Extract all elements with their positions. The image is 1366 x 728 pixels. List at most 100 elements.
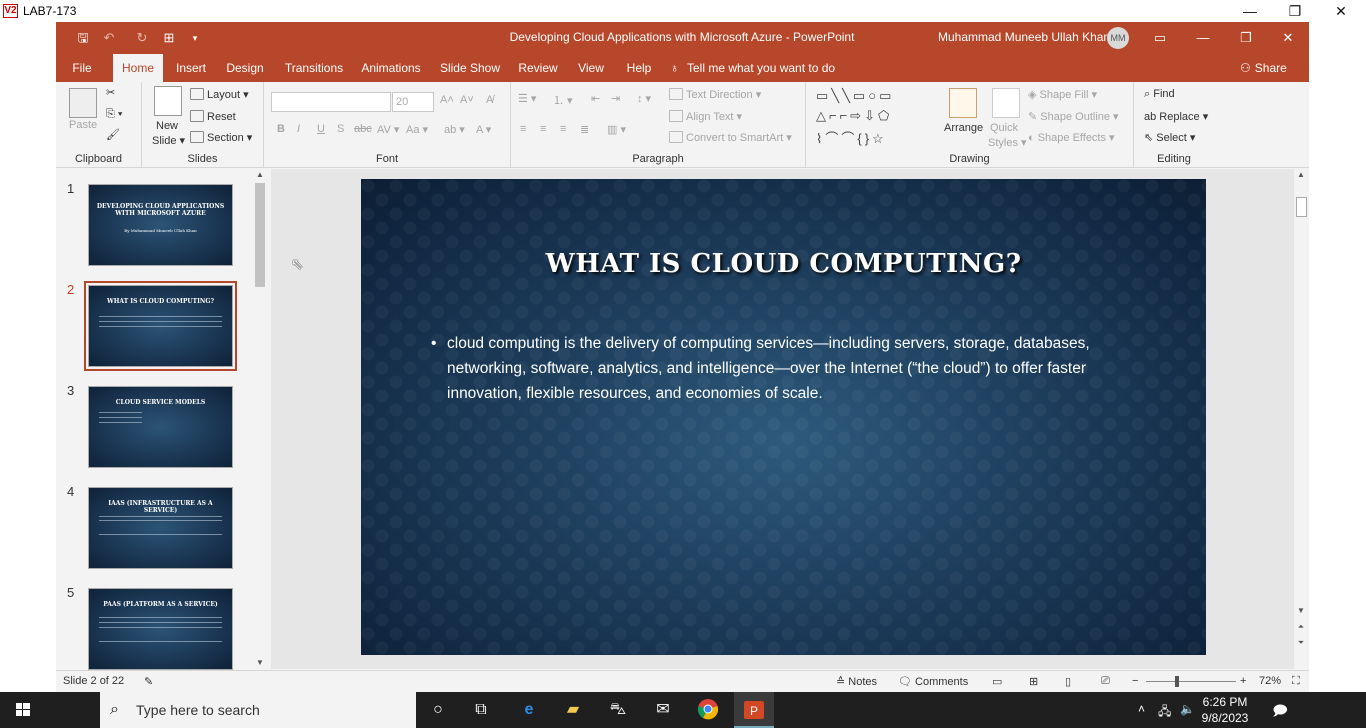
arrange-label[interactable]: Arrange: [944, 122, 984, 134]
new-slide-label[interactable]: New: [156, 120, 179, 132]
ribbon-display-options-icon[interactable]: ▭: [1153, 30, 1167, 45]
increase-font-icon[interactable]: A˄: [440, 94, 454, 106]
tab-view[interactable]: View: [578, 61, 604, 75]
zoom-out-button[interactable]: −: [1132, 675, 1139, 687]
editor-scrollbar[interactable]: ▲ ▼ ⏶ ⏷: [1294, 169, 1309, 669]
quick-styles-label-2[interactable]: Styles ▾: [988, 137, 1027, 149]
clock[interactable]: 6:26 PM 9/8/2023: [1196, 694, 1254, 726]
tab-review[interactable]: Review: [518, 61, 558, 75]
shapes-gallery-row-2[interactable]: △⌐⌐⇨⇩⬠: [816, 108, 893, 123]
slide-show-icon[interactable]: ⎚: [1101, 675, 1110, 687]
tab-animations[interactable]: Animations: [361, 61, 421, 75]
app-minimize-button[interactable]: —: [1196, 30, 1210, 45]
customize-toolbar-icon[interactable]: ▾: [192, 33, 198, 43]
zoom-slider-thumb[interactable]: [1175, 676, 1179, 687]
scroll-up-icon[interactable]: ▲: [1297, 170, 1305, 179]
bullets-icon[interactable]: ☰ ▾: [518, 93, 537, 105]
reading-view-icon[interactable]: ▯: [1065, 676, 1072, 688]
scroll-down-icon[interactable]: ▼: [1297, 606, 1305, 615]
thumbnail-scrollbar[interactable]: ▲ ▼: [253, 169, 267, 669]
find-button[interactable]: ⌕ Find: [1144, 88, 1175, 100]
start-from-beginning-icon[interactable]: ⊞: [163, 30, 175, 45]
slide-thumbnail-3[interactable]: CLOUD SERVICE MODELS: [88, 386, 233, 468]
character-spacing-icon[interactable]: AV ▾: [377, 124, 400, 136]
arrange-icon[interactable]: [949, 88, 977, 118]
scrollbar-thumb[interactable]: [1296, 197, 1307, 217]
decrease-font-icon[interactable]: A˅: [460, 94, 474, 106]
strikethrough-icon[interactable]: abc: [354, 123, 372, 135]
quick-styles-label[interactable]: Quick: [990, 122, 1019, 134]
numbering-icon[interactable]: ⒈ ▾: [553, 95, 573, 107]
minimize-button[interactable]: —: [1243, 3, 1257, 19]
taskbar-search-box[interactable]: ⌕ Type here to search: [100, 692, 416, 728]
volume-icon[interactable]: 🔈: [1180, 702, 1195, 716]
slide-title[interactable]: WHAT IS CLOUD COMPUTING?: [545, 249, 1022, 279]
highlight-icon[interactable]: ab ▾: [444, 124, 465, 136]
powerpoint-taskbar-icon[interactable]: P: [734, 692, 774, 728]
scroll-down-icon[interactable]: ▼: [256, 658, 264, 667]
shapes-gallery-row-3[interactable]: ⌇⌒⌒{}☆: [816, 131, 887, 146]
new-slide-label-2[interactable]: Slide ▾: [152, 135, 186, 147]
select-button[interactable]: ⇖ Select ▾: [1144, 132, 1196, 144]
replace-button[interactable]: ab Replace ▾: [1144, 111, 1209, 123]
font-name-field[interactable]: [271, 92, 391, 112]
slide-sorter-icon[interactable]: ⊞: [1029, 676, 1039, 688]
cortana-icon[interactable]: ○: [433, 701, 443, 718]
slide-thumbnail-2[interactable]: WHAT IS CLOUD COMPUTING?: [84, 281, 237, 371]
fit-to-window-icon[interactable]: ⛶: [1292, 675, 1300, 687]
zoom-in-button[interactable]: +: [1240, 675, 1247, 687]
zoom-slider[interactable]: [1146, 681, 1236, 682]
redo-icon[interactable]: ↻: [136, 30, 148, 45]
undo-icon[interactable]: ↶: [103, 30, 115, 45]
network-icon[interactable]: 🖧: [1158, 704, 1172, 718]
shadow-icon[interactable]: S: [337, 123, 345, 135]
avatar[interactable]: MM: [1107, 27, 1129, 49]
tab-insert[interactable]: Insert: [175, 61, 206, 75]
new-slide-icon[interactable]: [154, 86, 182, 116]
show-hidden-icons-icon[interactable]: ˄: [1138, 702, 1146, 716]
user-name[interactable]: Muhammad Muneeb Ullah Khan: [938, 30, 1111, 44]
share-button[interactable]: ⚇Share: [1240, 54, 1287, 82]
paste-icon[interactable]: [69, 88, 97, 118]
zoom-level[interactable]: 72%: [1259, 675, 1282, 687]
slide-thumbnail-5[interactable]: PAAS (PLATFORM AS A SERVICE): [88, 588, 233, 670]
shape-fill-button[interactable]: ◈ Shape Fill ▾: [1028, 89, 1098, 101]
shape-outline-button[interactable]: ✎ Shape Outline ▾: [1028, 111, 1119, 123]
restore-button[interactable]: ❐: [1288, 3, 1302, 19]
close-button[interactable]: ✕: [1335, 3, 1347, 19]
notes-button[interactable]: ≙ Notes: [836, 676, 878, 688]
paste-label[interactable]: Paste: [69, 119, 98, 131]
align-text-button[interactable]: Align Text ▾: [669, 110, 742, 123]
spelling-icon[interactable]: ✎: [144, 676, 154, 688]
scroll-up-icon[interactable]: ▲: [256, 170, 264, 179]
reset-button[interactable]: Reset: [190, 110, 236, 123]
previous-slide-icon[interactable]: ⏶: [1297, 622, 1305, 631]
format-painter-icon[interactable]: 🖌: [106, 129, 120, 141]
line-spacing-icon[interactable]: ↕ ▾: [637, 93, 652, 105]
file-explorer-icon[interactable]: ▰: [566, 701, 580, 718]
app-close-button[interactable]: ✕: [1282, 30, 1294, 45]
align-right-icon[interactable]: ≡: [560, 123, 567, 135]
tab-home[interactable]: Home: [113, 54, 163, 82]
tab-file[interactable]: File: [72, 61, 92, 75]
edge-icon[interactable]: e: [524, 701, 534, 718]
mail-icon[interactable]: ✉: [656, 701, 670, 718]
slide-body-text[interactable]: • cloud computing is the delivery of com…: [431, 331, 1151, 406]
windows-start-button[interactable]: [0, 692, 46, 728]
comments-button[interactable]: 🗨 Comments: [898, 676, 969, 688]
slide-canvas[interactable]: WHAT IS CLOUD COMPUTING? • cloud computi…: [361, 179, 1206, 655]
increase-indent-icon[interactable]: ⇥: [611, 93, 621, 105]
font-size-field[interactable]: 20: [392, 92, 434, 112]
tab-slide-show[interactable]: Slide Show: [439, 61, 501, 75]
slide-thumbnail-4[interactable]: IAAS (INFRASTRUCTURE AS A SERVICE): [88, 487, 233, 569]
justify-icon[interactable]: ≣: [580, 124, 590, 136]
text-direction-button[interactable]: Text Direction ▾: [669, 88, 761, 101]
normal-view-icon[interactable]: ▭: [992, 676, 1003, 688]
bold-icon[interactable]: B: [277, 123, 285, 135]
tell-me-search[interactable]: ♁Tell me what you want to do: [670, 54, 835, 82]
shapes-gallery[interactable]: ▭╲╲▭○▭: [816, 88, 895, 103]
underline-icon[interactable]: U: [317, 123, 325, 135]
chrome-icon[interactable]: [696, 698, 720, 722]
tab-design[interactable]: Design: [226, 61, 264, 75]
change-case-icon[interactable]: Aa ▾: [406, 124, 429, 136]
